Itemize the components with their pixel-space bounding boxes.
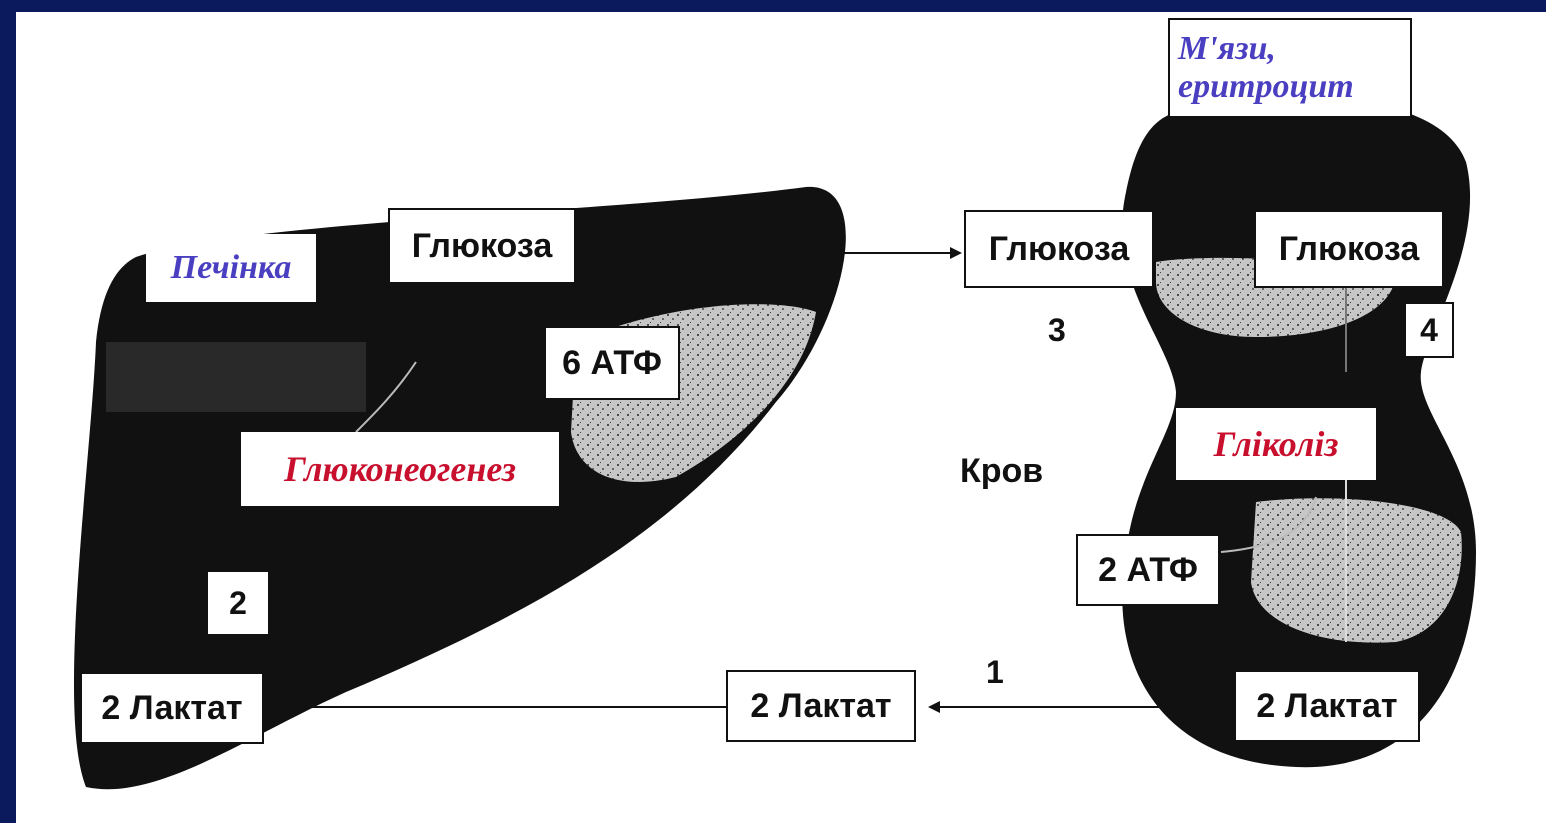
liver-lactate-text: 2 Лактат	[101, 688, 243, 727]
liver-atp-text: 6 АТФ	[562, 343, 662, 382]
blood-label: Кров	[960, 452, 1044, 490]
glycolysis-text: Гліколіз	[1213, 424, 1339, 464]
muscle-atp-box: 2 АТФ	[1076, 534, 1220, 606]
curve-atp-to-gluconeogenesis	[355, 361, 417, 433]
blood-step-bottom: 1	[986, 654, 1004, 690]
muscle-glucose-text: Глюкоза	[1278, 229, 1420, 268]
muscle-step-text: 4	[1420, 311, 1438, 348]
muscle-label: М'язи, еритроцит	[1168, 18, 1412, 118]
gluconeogenesis-text: Глюконеогенез	[284, 449, 516, 489]
muscle-label-line1: М'язи,	[1178, 30, 1276, 67]
liver-label: Печінка	[146, 234, 316, 302]
liver-glucose-box: Глюкоза	[388, 208, 576, 284]
blood-lactate-box: 2 Лактат	[726, 670, 916, 742]
curve-atp-to-glycolysis	[1220, 496, 1317, 553]
glycolysis-label: Гліколіз	[1176, 408, 1376, 480]
liver-gray-band	[106, 342, 366, 412]
muscle-lactate-text: 2 Лактат	[1256, 686, 1398, 725]
diagram-canvas: Печінка Глюкоза 6 АТФ Глюконеогенез 2 2 …	[16, 12, 1546, 823]
muscle-glucose-box: Глюкоза	[1254, 210, 1444, 288]
muscle-step-number: 4	[1404, 302, 1454, 358]
blood-lactate-text: 2 Лактат	[750, 686, 892, 725]
liver-step-text: 2	[229, 584, 247, 621]
gluconeogenesis-label: Глюконеогенез	[241, 432, 559, 506]
liver-step-number: 2	[206, 570, 270, 636]
blood-step-top: 3	[1048, 312, 1066, 348]
muscle-lactate-box: 2 Лактат	[1234, 670, 1420, 742]
liver-lactate-box: 2 Лактат	[80, 672, 264, 744]
blood-glucose-box: Глюкоза	[964, 210, 1154, 288]
muscle-light-patch-bottom	[1251, 498, 1462, 643]
blood-glucose-text: Глюкоза	[988, 229, 1130, 268]
muscle-atp-text: 2 АТФ	[1098, 550, 1198, 589]
liver-atp-box: 6 АТФ	[544, 326, 680, 400]
liver-glucose-text: Глюкоза	[411, 226, 553, 265]
muscle-label-line2: еритроцит	[1178, 68, 1354, 105]
liver-label-text: Печінка	[170, 249, 292, 286]
